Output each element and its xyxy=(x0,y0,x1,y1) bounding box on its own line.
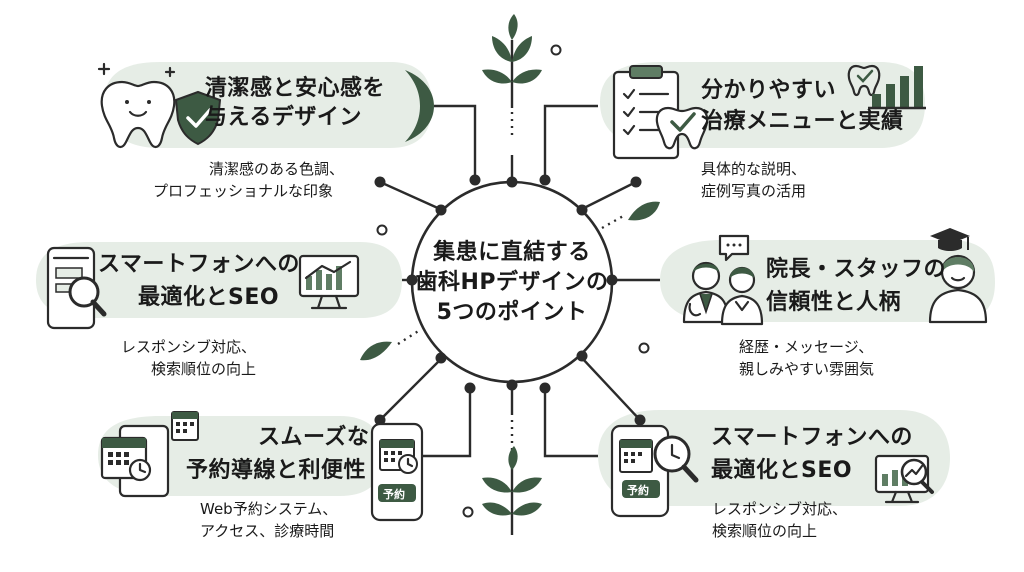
tooth-icon xyxy=(97,62,176,148)
point-description: Web予約システム、 xyxy=(200,500,338,518)
point-description: レスポンシブ対応、 xyxy=(121,338,257,356)
bar-chart-icon xyxy=(847,64,926,110)
center-title-line3: 5つのポイント xyxy=(436,300,588,325)
tooth-check-icon xyxy=(655,106,709,150)
speech-bubble-icon xyxy=(718,234,750,262)
leaf-sprout-icon xyxy=(482,446,542,535)
point-description: 親しみやすい雰囲気 xyxy=(739,360,875,378)
leaf-sprout-icon xyxy=(482,14,542,108)
tablet-calendar-icon xyxy=(100,424,170,498)
point-description: 清潔感のある色調、 xyxy=(209,160,345,178)
point-title: 治療メニューと実績 xyxy=(701,109,904,134)
graduation-cap-icon xyxy=(930,228,970,251)
nurse-icon xyxy=(720,266,764,326)
doctor-icon xyxy=(682,261,730,324)
center-title-line1: 集患に直結する xyxy=(433,240,591,265)
point-title: スムーズな xyxy=(258,425,370,450)
point-title: 清潔感と安心感を xyxy=(205,76,386,101)
monitor-chart-icon xyxy=(874,454,934,504)
point-title: 最適化とSEO xyxy=(711,458,853,483)
point-description: レスポンシブ対応、 xyxy=(712,500,848,518)
point-title: 分かりやすい xyxy=(701,78,837,103)
connector-dots xyxy=(374,44,650,518)
leaf-icon xyxy=(360,201,660,361)
calendar-icon xyxy=(171,411,199,441)
point-description: プロフェッショナルな印象 xyxy=(153,182,334,200)
point-title: 予約導線と利便性 xyxy=(186,458,367,483)
connector-lines xyxy=(379,104,660,458)
phone-booking-icon xyxy=(610,424,670,518)
point-title: 最適化とSEO xyxy=(138,285,280,310)
booking-label: 予約 xyxy=(627,484,649,497)
staff-woman-icon xyxy=(928,254,988,324)
monitor-chart-icon xyxy=(298,254,360,310)
point-description: 検索順位の向上 xyxy=(712,522,818,540)
magnifier-clock-icon xyxy=(653,435,699,483)
point-description: 症例写真の活用 xyxy=(701,182,807,200)
point-title: 与えるデザイン xyxy=(205,105,362,130)
point-description: 検索順位の向上 xyxy=(151,360,257,378)
point-title: 信頼性と人柄 xyxy=(766,290,902,315)
magnifier-icon xyxy=(68,276,107,317)
center-title-line2: 歯科HPデザインの xyxy=(415,270,609,295)
booking-label: 予約 xyxy=(383,488,405,501)
phone-booking-icon xyxy=(370,422,424,522)
point-description: アクセス、診療時間 xyxy=(200,522,335,540)
point-title: スマートフォンへの xyxy=(711,425,913,450)
shield-check-icon xyxy=(174,90,222,146)
point-title: スマートフォンへの xyxy=(98,252,300,277)
point-description: 具体的な説明、 xyxy=(701,160,807,178)
point-title: 院長・スタッフの xyxy=(766,257,947,282)
point-description: 経歴・メッセージ、 xyxy=(739,338,874,356)
